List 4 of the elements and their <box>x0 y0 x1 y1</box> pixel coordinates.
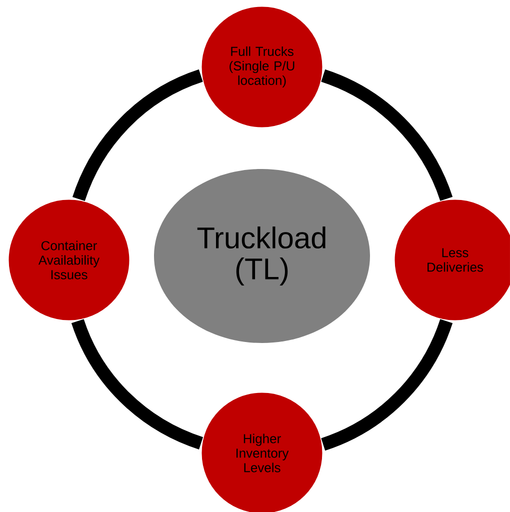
ring-arc <box>320 318 452 450</box>
ring-arc <box>72 318 204 450</box>
ring-arc <box>320 70 452 202</box>
ring-arc <box>72 70 204 202</box>
